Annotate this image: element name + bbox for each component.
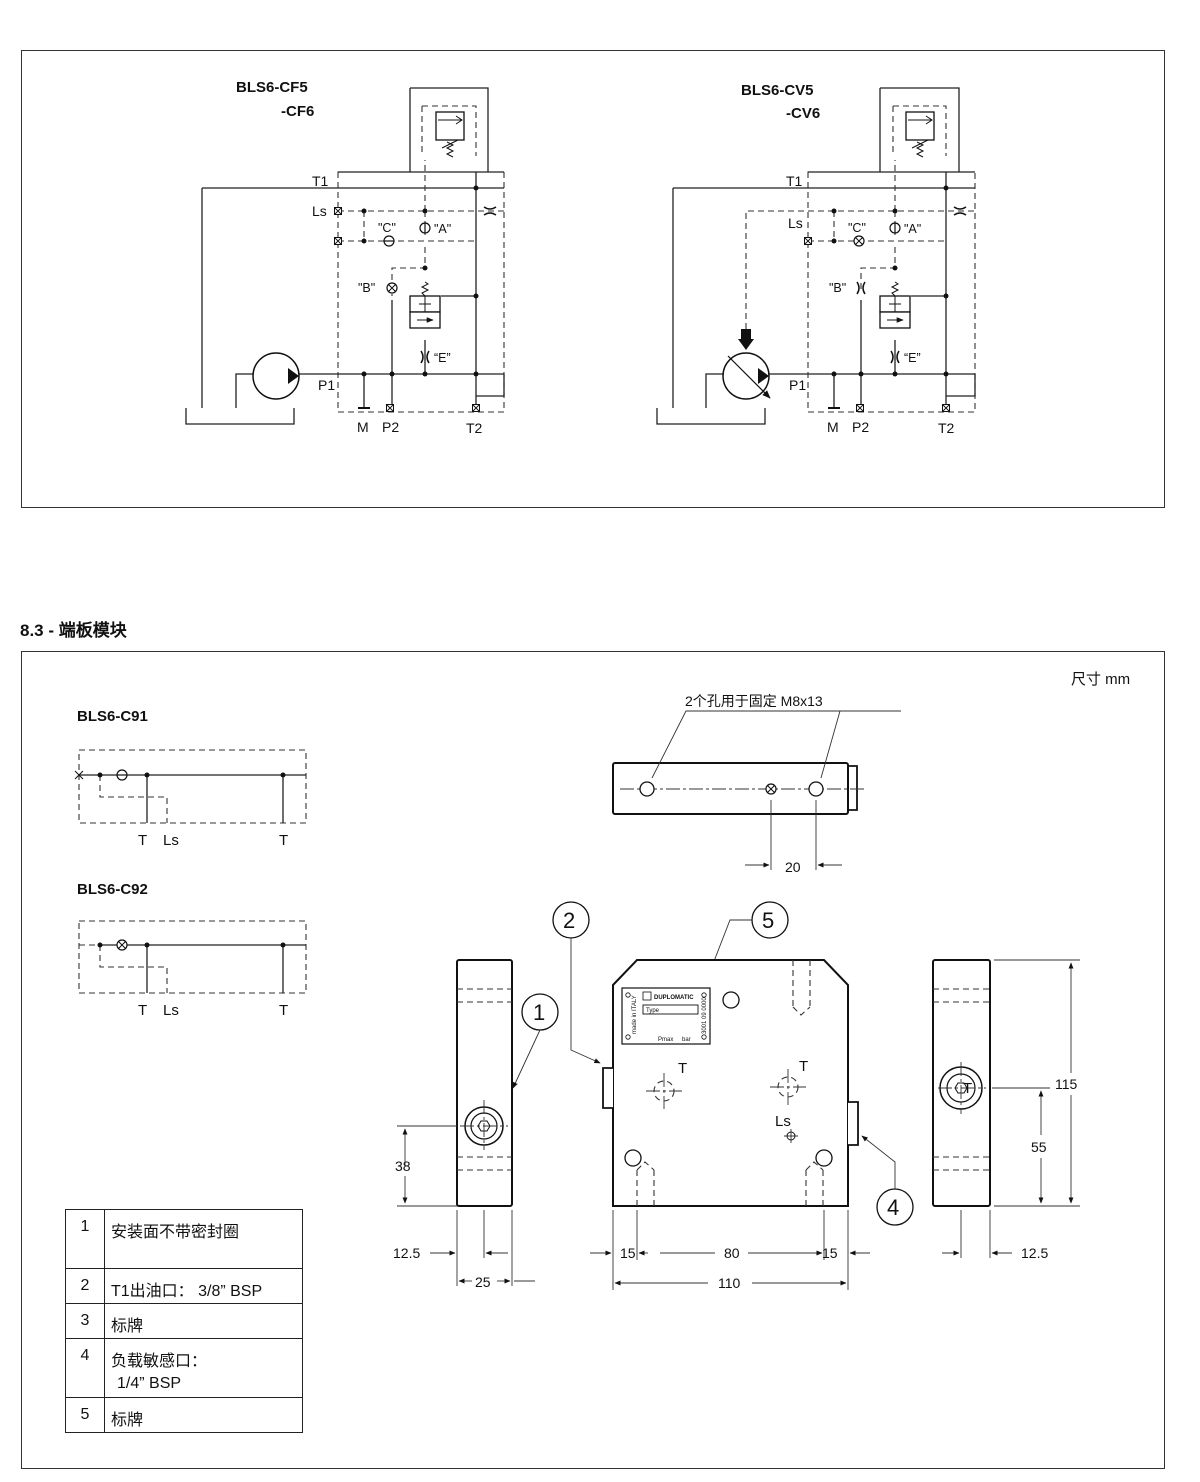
part-desc: T1出油口： 3/8” BSP <box>104 1268 303 1304</box>
cf-port-p1: P1 <box>318 377 335 393</box>
table-row: 5 标牌 <box>65 1397 303 1433</box>
dim-55: 55 <box>1031 1139 1047 1155</box>
cf-title-line2: -CF6 <box>281 103 314 120</box>
cv-port-m: M <box>827 419 839 435</box>
dim-12-5-left: 12.5 <box>393 1245 420 1261</box>
cf-title-line1: BLS6-CF5 <box>236 79 308 96</box>
schematic-bls6-c91: BLS6-C91 T Ls T <box>74 708 307 849</box>
front-label-t-right: T <box>799 1058 808 1075</box>
cf-callout-b: "B" <box>358 281 375 295</box>
cf-port-t1: T1 <box>312 173 329 189</box>
cf-port-ls: Ls <box>312 203 327 219</box>
right-side-port-t: T <box>963 1080 972 1097</box>
balloon-5: 5 <box>703 901 789 988</box>
dim-115: 115 <box>1055 1076 1078 1092</box>
top-view-hole-note: 2个孔用于固定 M8x13 <box>685 693 823 709</box>
svg-text:4: 4 <box>887 1195 899 1220</box>
dim-15-right: 15 <box>822 1245 838 1261</box>
table-row: 3 标牌 <box>65 1303 303 1339</box>
svg-text:5: 5 <box>762 908 774 933</box>
cf-callout-a: "A" <box>434 222 451 236</box>
schematic-bls6-cf5: BLS6-CF5 -CF6 <box>185 79 505 436</box>
c92-title: BLS6-C92 <box>77 881 148 898</box>
schematic-bls6-cv5: BLS6-CV5 -CV6 <box>656 82 976 436</box>
part-desc: 标牌 <box>104 1397 303 1433</box>
part-desc-line2: 1/4” BSP <box>117 1375 182 1392</box>
cv-port-t1: T1 <box>786 173 803 189</box>
schematic-bls6-c92: BLS6-C92 T Ls T <box>77 881 307 1019</box>
cf-port-t2: T2 <box>466 420 483 436</box>
front-view: DUPLOMATIC Type Pmax bar made in ITALY 3… <box>590 959 870 1291</box>
table-row: 4 负载敏感口： 1/4” BSP <box>65 1338 303 1398</box>
cf-callout-c: "C" <box>378 221 396 235</box>
cv-port-p2: P2 <box>852 419 869 435</box>
c91-title: BLS6-C91 <box>77 708 148 725</box>
c92-label-ls: Ls <box>163 1002 179 1019</box>
table-row: 1 安装面不带密封圈 <box>65 1209 303 1269</box>
part-no: 3 <box>65 1303 105 1339</box>
cv-callout-b: "B" <box>829 281 846 295</box>
cv-port-ls: Ls <box>788 215 803 231</box>
balloon-4: 4 <box>861 1135 914 1226</box>
nameplate-brand: DUPLOMATIC <box>654 995 694 1001</box>
dim-110: 110 <box>718 1275 741 1291</box>
left-side-view: 38 12.5 25 <box>393 959 535 1290</box>
dim-12-5-right: 12.5 <box>1021 1245 1048 1261</box>
c91-label-ls: Ls <box>163 832 179 849</box>
part-desc-line1: 负载敏感口： <box>111 1353 208 1370</box>
section-title: 8.3 - 端板模块 <box>20 621 127 640</box>
dim-25: 25 <box>475 1274 491 1290</box>
cv-title-line2: -CV6 <box>786 105 820 122</box>
part-no: 4 <box>65 1338 105 1398</box>
dim-20: 20 <box>785 859 801 875</box>
cv-port-t2: T2 <box>938 420 955 436</box>
parts-table: 1 安装面不带密封圈 2 T1出油口： 3/8” BSP 3 标牌 4 负载敏感… <box>65 1209 303 1433</box>
schematic-panel-frame <box>21 50 1165 508</box>
nameplate-pmax: Pmax <box>658 1037 673 1043</box>
cv-callout-c: "C" <box>848 221 866 235</box>
part-desc: 安装面不带密封圈 <box>104 1209 303 1269</box>
units-note: 尺寸 mm <box>1071 671 1130 688</box>
c91-label-t1: T <box>138 832 147 849</box>
c91-label-t2: T <box>279 832 288 849</box>
balloon-1: 1 <box>512 993 559 1089</box>
svg-text:1: 1 <box>533 1000 545 1025</box>
cf-port-m: M <box>357 419 369 435</box>
table-row: 2 T1出油口： 3/8” BSP <box>65 1268 303 1304</box>
dim-80: 80 <box>724 1245 740 1261</box>
nameplate-type: Type <box>646 1008 660 1014</box>
c92-label-t1: T <box>138 1002 147 1019</box>
top-view: 2个孔用于固定 M8x13 20 <box>612 693 901 875</box>
nameplate-made-in: made in ITALY <box>632 995 638 1034</box>
front-label-t-left: T <box>678 1060 687 1077</box>
part-no: 2 <box>65 1268 105 1304</box>
svg-text:2: 2 <box>563 908 575 933</box>
front-label-ls: Ls <box>775 1113 791 1130</box>
dimension-panel-frame <box>21 651 1165 1469</box>
c92-label-t2: T <box>279 1002 288 1019</box>
part-no: 1 <box>65 1209 105 1269</box>
dim-15-left: 15 <box>620 1245 636 1261</box>
part-no: 5 <box>65 1397 105 1433</box>
cv-callout-a: "A" <box>904 222 921 236</box>
cv-port-p1: P1 <box>789 377 806 393</box>
balloon-2: 2 <box>552 901 601 1064</box>
cf-callout-e: “E” <box>434 351 451 365</box>
cf-port-p2: P2 <box>382 419 399 435</box>
cv-callout-e: “E” <box>904 351 921 365</box>
right-side-view: T 115 55 12.5 <box>932 959 1080 1261</box>
dim-38: 38 <box>395 1158 411 1174</box>
part-desc: 标牌 <box>104 1303 303 1339</box>
nameplate-code: 3001 09 0000 <box>702 997 708 1034</box>
nameplate-bar: bar <box>682 1037 691 1043</box>
part-desc: 负载敏感口： 1/4” BSP <box>104 1338 303 1398</box>
cv-title-line1: BLS6-CV5 <box>741 82 814 99</box>
